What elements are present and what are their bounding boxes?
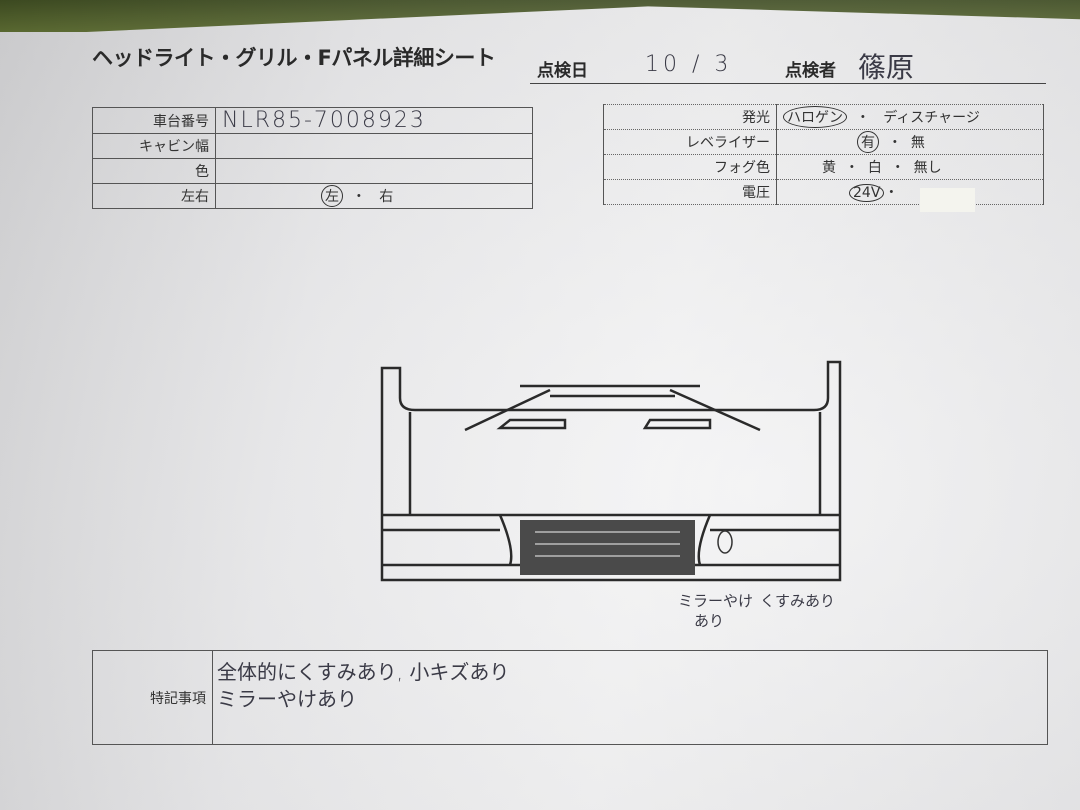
notes-box: 特記事項 全体的にくすみあり, 小キズあり ミラーやけあり bbox=[92, 650, 1048, 745]
option-halogen-circled: ハロゲン bbox=[783, 106, 847, 128]
color-value bbox=[215, 158, 533, 184]
inspection-date: 10 / 3 bbox=[645, 52, 733, 77]
front-panel-drawing bbox=[380, 360, 842, 582]
option-24v-circled: 24V bbox=[849, 184, 885, 202]
option-yellow: 黄 bbox=[822, 160, 836, 176]
header-underline bbox=[530, 83, 1046, 84]
row-label: 左右 bbox=[92, 183, 216, 209]
option-discharge: ディスチャージ bbox=[883, 110, 980, 126]
inspector-label: 点検者 bbox=[785, 61, 836, 81]
chassis-number: NLR85-7008923 bbox=[215, 107, 533, 134]
option-left-circled: 左 bbox=[321, 185, 343, 207]
row-label: 発光 bbox=[603, 104, 777, 130]
annotation-mirror-burn-2: あり bbox=[694, 612, 725, 630]
option-yes-circled: 有 bbox=[857, 131, 879, 153]
cabin-width-value bbox=[215, 133, 533, 159]
annotation-mirror-burn: ミラーやけ bbox=[678, 592, 754, 610]
row-label: レベライザー bbox=[603, 129, 777, 155]
row-label: 色 bbox=[92, 158, 216, 184]
inspector-name: 篠原 bbox=[858, 51, 915, 84]
option-right: 右 bbox=[379, 189, 394, 205]
option-none: 無し bbox=[913, 160, 942, 176]
inspection-date-label: 点検日 bbox=[537, 61, 588, 81]
option-white: 白 bbox=[867, 160, 882, 176]
option-no: 無 bbox=[910, 135, 925, 151]
masked-tape bbox=[920, 188, 975, 212]
notes-line-2: ミラーやけあり bbox=[217, 687, 357, 711]
table-row: レベライザー有 ・ 無 bbox=[603, 129, 1044, 155]
annotation-dull: くすみあり bbox=[760, 592, 836, 610]
table-row: 色 bbox=[92, 158, 533, 184]
sheet-title: ヘッドライト・グリル・Fパネル詳細シート bbox=[92, 46, 496, 70]
row-label: 電圧 bbox=[603, 179, 777, 205]
row-label: キャビン幅 bbox=[92, 133, 216, 159]
table-row: 発光ハロゲン ・ ディスチャージ bbox=[603, 104, 1044, 130]
table-row: 左右左 ・ 右 bbox=[92, 183, 533, 209]
notes-line-1: 全体的にくすみあり, 小キズあり bbox=[217, 660, 510, 684]
notes-label: 特記事項 bbox=[93, 651, 213, 744]
table-row: フォグ色黄 ・ 白 ・ 無し bbox=[603, 154, 1044, 180]
table-row: キャビン幅 bbox=[92, 133, 533, 159]
row-label: フォグ色 bbox=[603, 154, 777, 180]
grass-background bbox=[0, 0, 1080, 32]
row-label: 車台番号 bbox=[92, 107, 216, 134]
lamp-info-table: 発光ハロゲン ・ ディスチャージ レベライザー有 ・ 無 フォグ色黄 ・ 白 ・… bbox=[603, 104, 1044, 205]
